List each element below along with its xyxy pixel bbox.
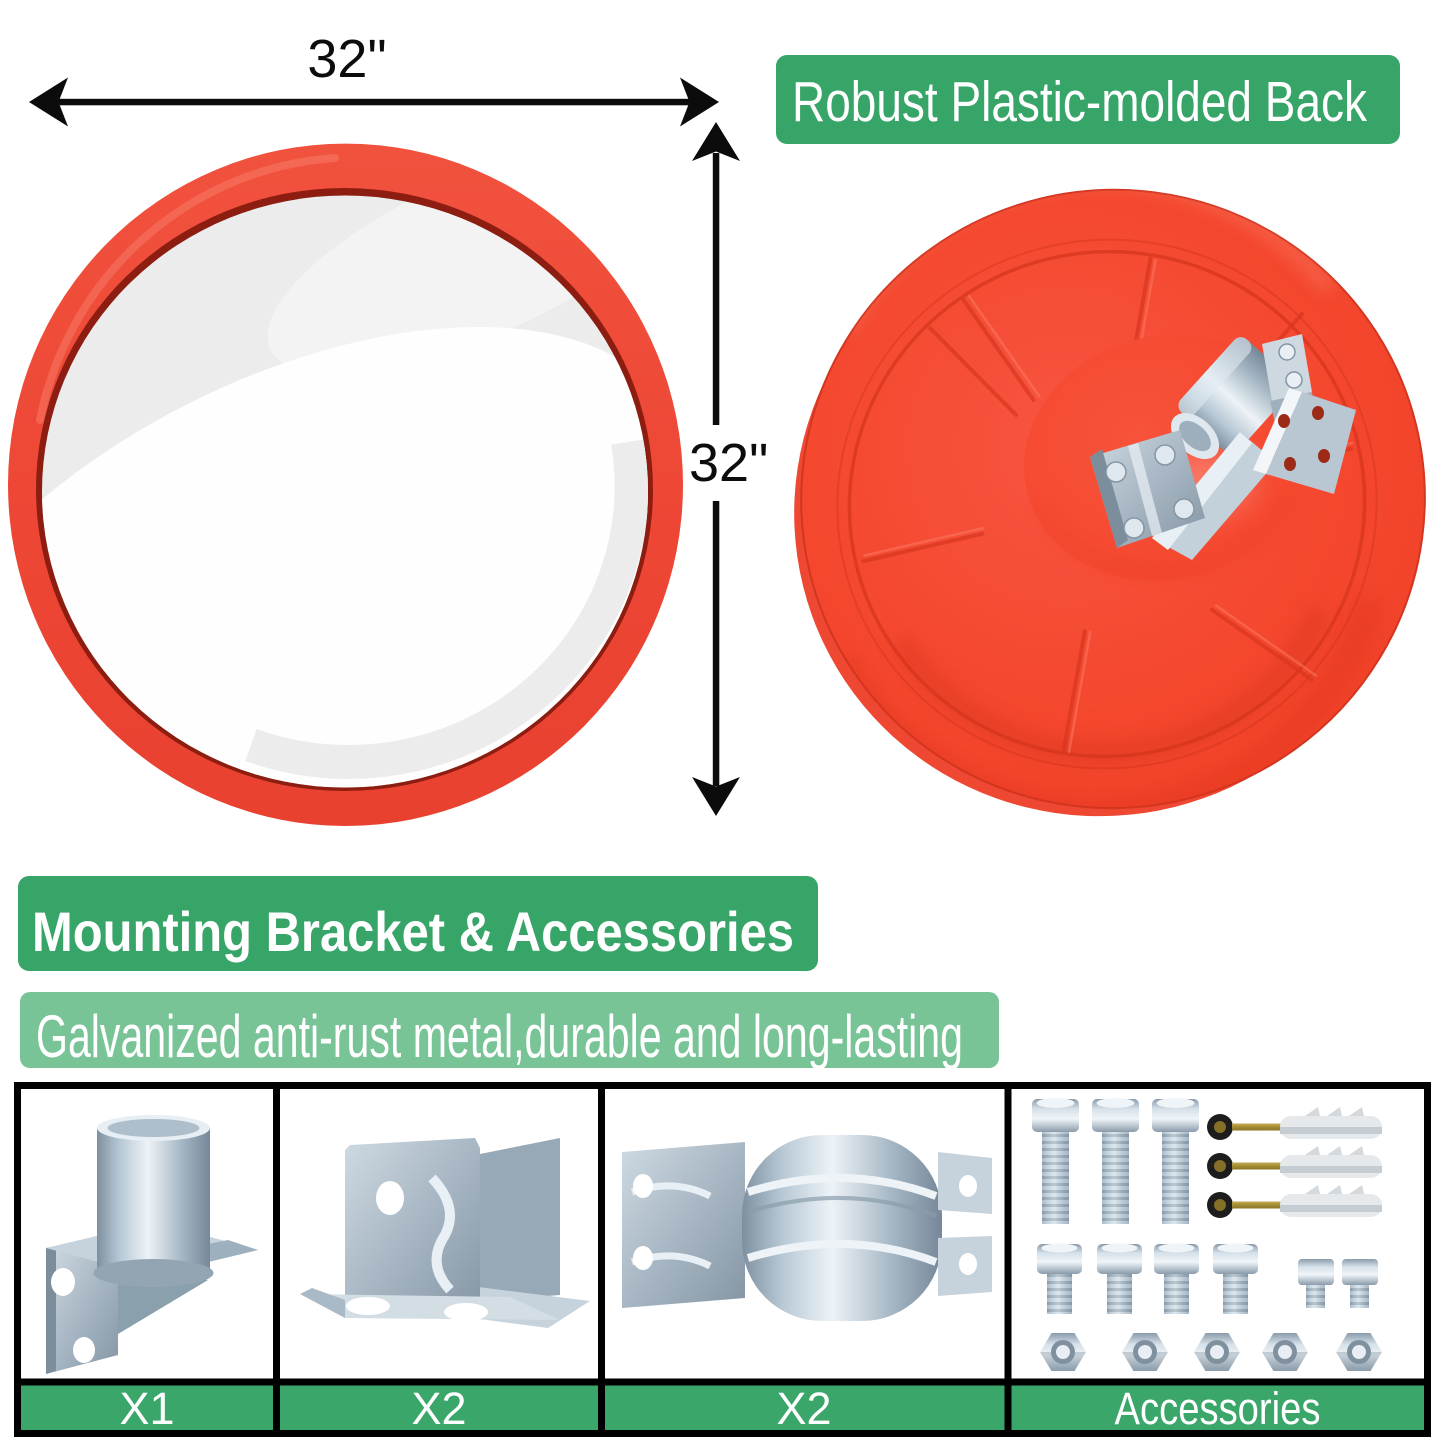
svg-text:Accessories: Accessories bbox=[1115, 1383, 1321, 1434]
svg-text:32": 32" bbox=[307, 29, 386, 89]
svg-text:X2: X2 bbox=[776, 1383, 831, 1434]
svg-text:32": 32" bbox=[689, 433, 768, 493]
svg-text:X2: X2 bbox=[411, 1383, 466, 1434]
svg-text:Robust Plastic-molded Back: Robust Plastic-molded Back bbox=[792, 70, 1367, 134]
svg-text:Mounting Bracket & Accessories: Mounting Bracket & Accessories bbox=[32, 900, 794, 963]
svg-text:Galvanized anti-rust metal,dur: Galvanized anti-rust metal,durable and l… bbox=[36, 1003, 963, 1070]
svg-text:X1: X1 bbox=[119, 1383, 174, 1434]
